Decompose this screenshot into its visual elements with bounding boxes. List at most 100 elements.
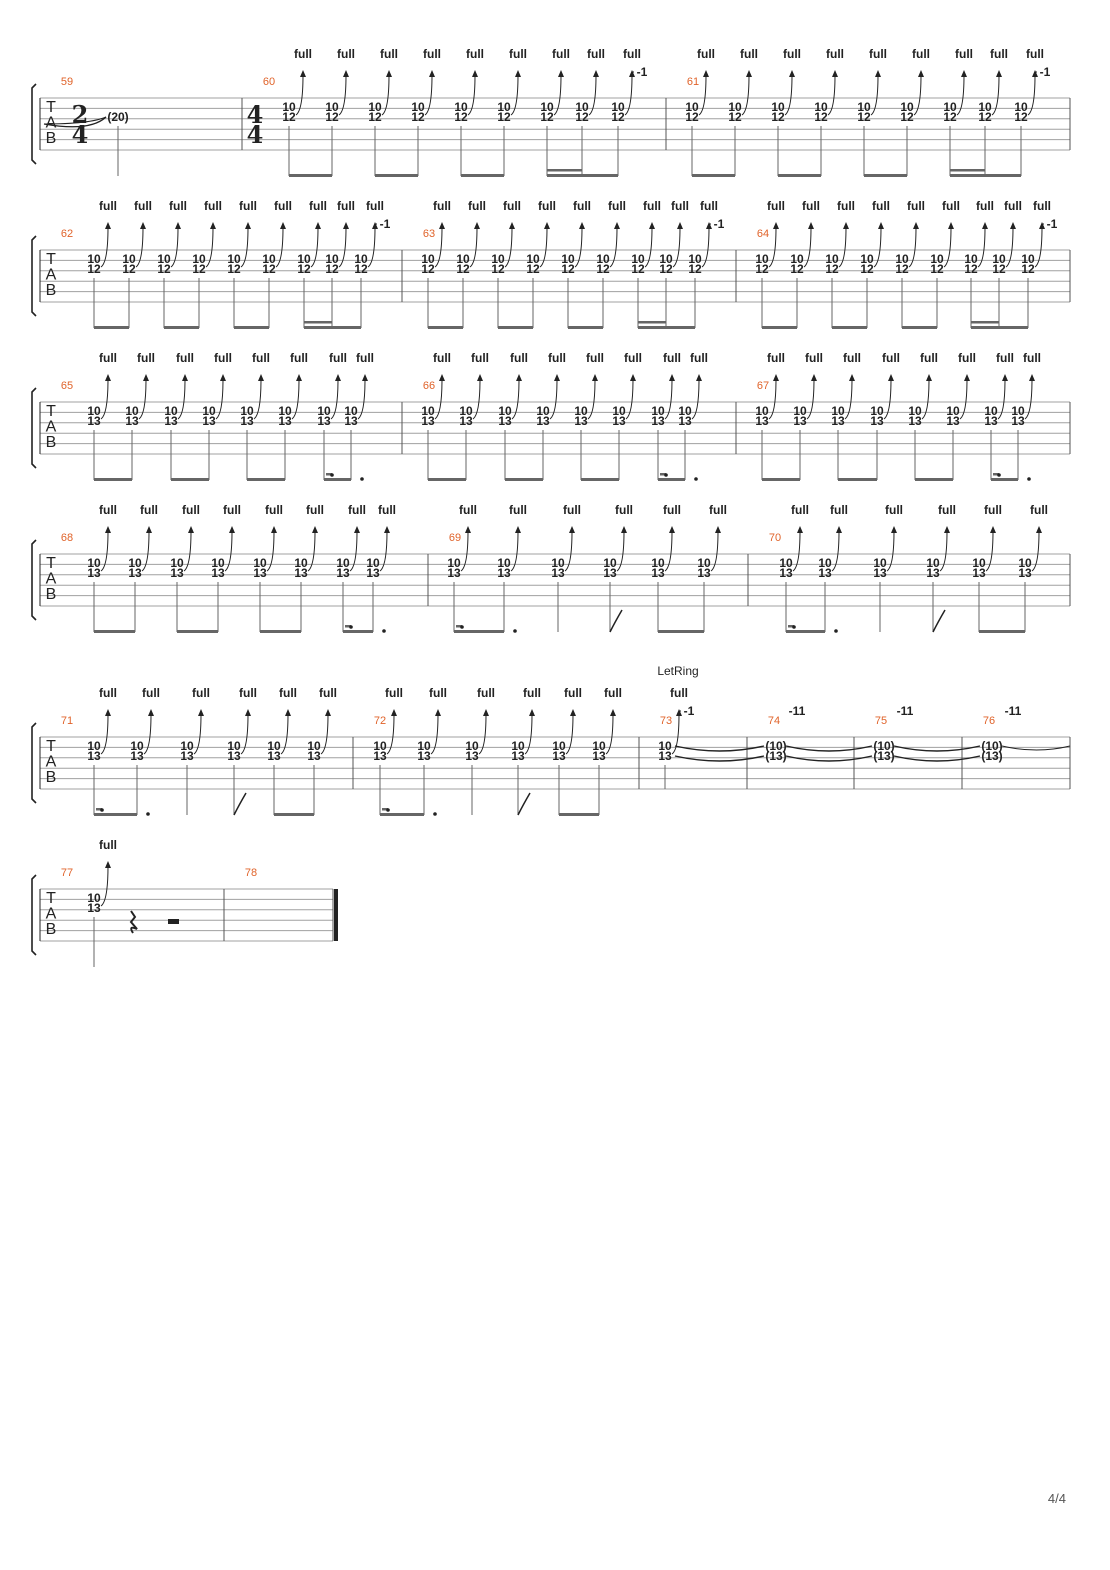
duration-dot [997, 473, 1001, 477]
bend-label: full [182, 503, 200, 517]
fret-number-top: 10 [873, 556, 887, 570]
fret-number-bottom: 12 [728, 110, 742, 124]
partial-beam [326, 473, 332, 476]
bend-arrowhead [649, 222, 655, 229]
measure-number: 70 [769, 532, 781, 544]
bend-curve [510, 530, 519, 572]
bend-arrowhead [515, 526, 521, 533]
fret-number-top: 10 [1021, 252, 1035, 266]
fret-number-top: 10 [344, 404, 358, 418]
fret-number-top: 10 [278, 404, 292, 418]
bend-label: full [885, 503, 903, 517]
tab-clef-letter: T [46, 403, 56, 420]
system-bracket [31, 539, 37, 621]
let-ring-tie [674, 755, 765, 762]
bend-curve [587, 378, 596, 420]
fret-number-top: 10 [964, 252, 978, 266]
release-label: -1 [684, 704, 695, 718]
bend-label: full [192, 686, 210, 700]
fret-number-bottom: 12 [227, 262, 241, 276]
fret-number-bottom: 12 [454, 110, 468, 124]
fret-number-bottom: 12 [790, 262, 804, 276]
fret-number-bottom: 13 [755, 414, 769, 428]
fret-number-top: 10 [612, 404, 626, 418]
fret-number-bottom: 12 [411, 110, 425, 124]
fret-number-bottom: 12 [771, 110, 785, 124]
bend-curve [338, 74, 347, 116]
fret-number-top: 10 [459, 404, 473, 418]
bend-arrowhead [529, 709, 535, 716]
fret-number-top: 10 [831, 404, 845, 418]
bend-curve [472, 378, 481, 420]
beam [324, 478, 351, 481]
duration-dot [792, 625, 796, 629]
bend-curve [838, 226, 847, 268]
bend-label: full [830, 503, 848, 517]
fret-number-bottom: 13 [678, 414, 692, 428]
fret-number-top: 10 [240, 404, 254, 418]
fret-number-bottom: (20) [107, 110, 128, 124]
fret-number-bottom: 13 [459, 414, 473, 428]
partial-beam [382, 808, 388, 811]
bend-arrowhead [669, 526, 675, 533]
bend-label: full [670, 686, 688, 700]
bend-arrowhead [773, 374, 779, 381]
bend-label: full [223, 503, 241, 517]
bend-curve [330, 378, 339, 420]
fret-number-bottom: 13 [984, 414, 998, 428]
bend-curve [605, 713, 614, 755]
beam [177, 630, 218, 633]
fret-number-top: 10 [87, 252, 101, 266]
fret-number-bottom: 13 [574, 414, 588, 428]
let-ring-tie [893, 755, 981, 762]
beam [658, 478, 685, 481]
bend-label: full [643, 199, 661, 213]
fret-number-bottom: 13 [240, 414, 254, 428]
fret-number-bottom: 12 [978, 110, 992, 124]
fret-number-top: 10 [611, 100, 625, 114]
quarter-rest [129, 910, 138, 934]
beam [164, 326, 199, 329]
system-bracket [31, 235, 37, 317]
bend-label: full [907, 199, 925, 213]
bend-label: full [538, 199, 556, 213]
bend-arrowhead [677, 222, 683, 229]
fret-number-top: 10 [908, 404, 922, 418]
fret-number-top: 10 [202, 404, 216, 418]
fret-number-top: 10 [170, 556, 184, 570]
fret-number-bottom: 12 [354, 262, 368, 276]
release-label: -1 [714, 217, 725, 231]
beam [762, 326, 797, 329]
bend-arrowhead [477, 374, 483, 381]
bend-label: full [239, 686, 257, 700]
fret-number-bottom: 12 [631, 262, 645, 276]
bend-curve [511, 378, 520, 420]
measure-number: 72 [374, 715, 386, 727]
bend-curve [991, 74, 1000, 116]
bend-curve [467, 74, 476, 116]
beam [380, 813, 424, 816]
bend-curve [625, 378, 634, 420]
bend-arrowhead [245, 222, 251, 229]
bend-curve [784, 74, 793, 116]
bend-arrowhead [280, 222, 286, 229]
tab-clef-letter: B [46, 282, 57, 299]
duration-dot [100, 808, 104, 812]
fret-number-bottom: 12 [860, 262, 874, 276]
bend-label: full [433, 351, 451, 365]
bend-label: full [176, 351, 194, 365]
bend-curve [997, 378, 1006, 420]
bend-label: full [337, 199, 355, 213]
bend-label: full [429, 686, 447, 700]
bend-label: full [169, 199, 187, 213]
fret-number-bottom: 12 [685, 110, 699, 124]
fret-number-top: 10 [297, 252, 311, 266]
partial-beam [788, 625, 794, 628]
fret-number-bottom: 12 [659, 262, 673, 276]
bend-arrowhead [509, 222, 515, 229]
bend-curve [240, 226, 249, 268]
tab-clef-letter: B [46, 769, 57, 786]
bend-arrowhead [570, 709, 576, 716]
bend-arrowhead [140, 222, 146, 229]
tab-clef-letter: A [46, 115, 57, 132]
